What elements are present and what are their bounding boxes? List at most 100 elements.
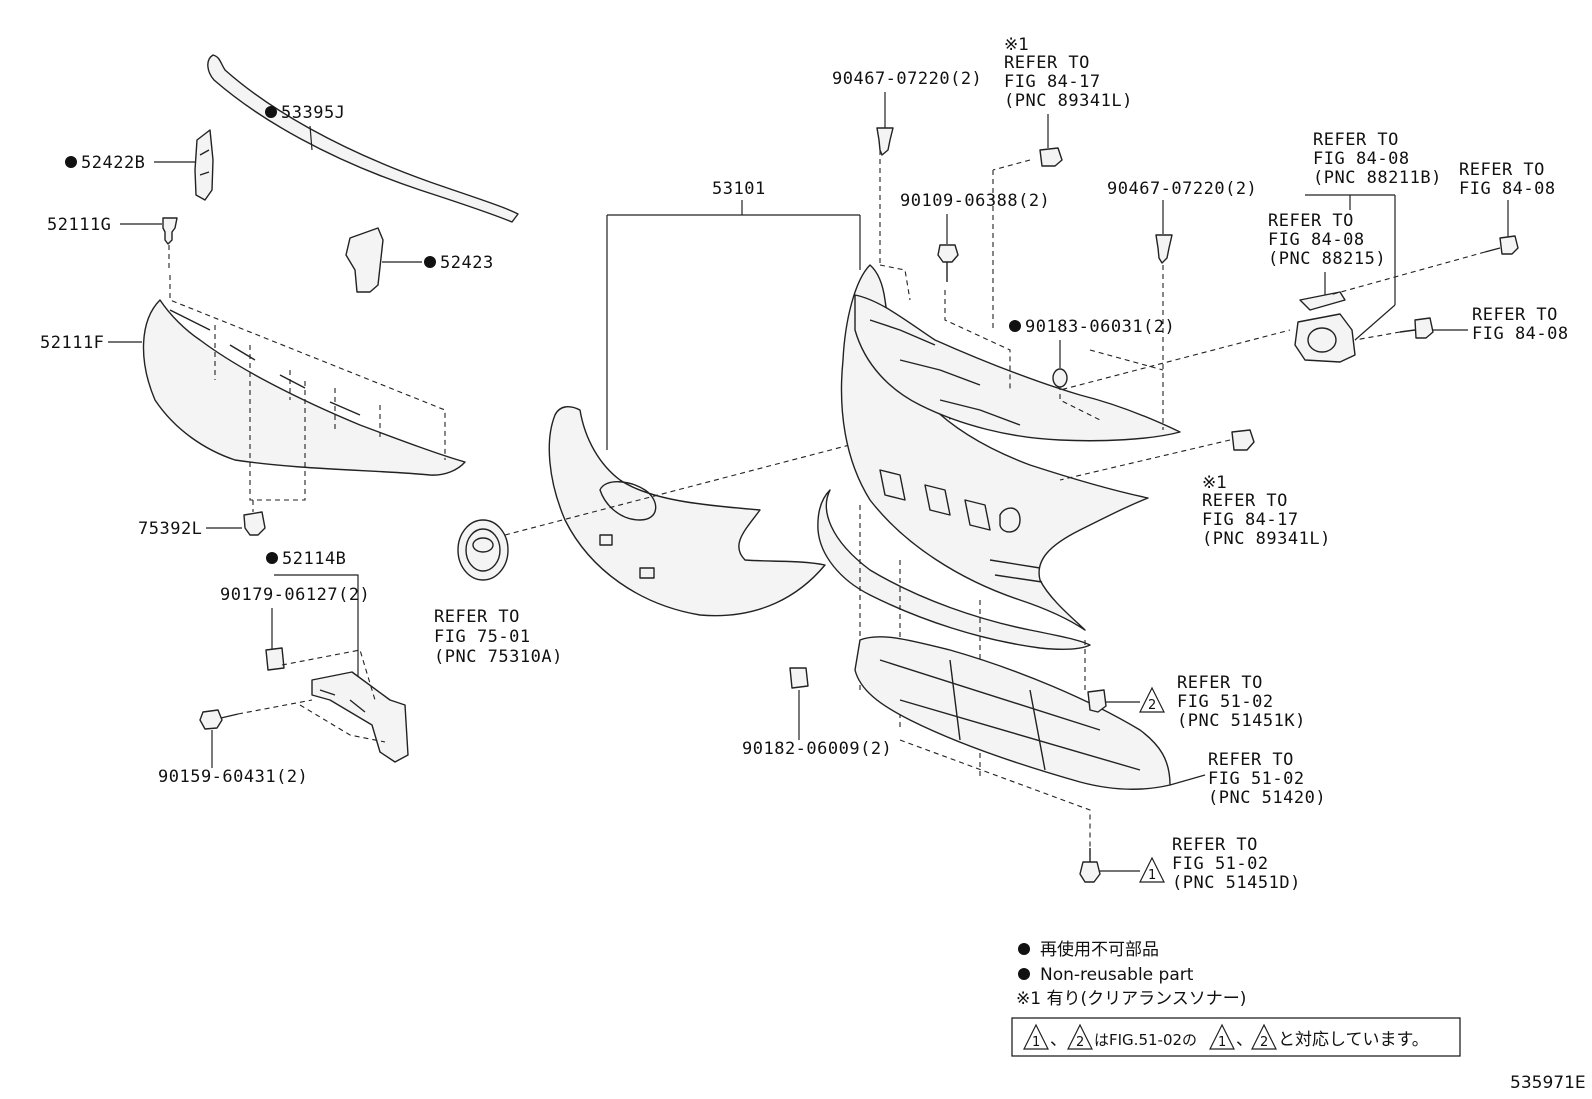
label-52111f: 52111F [40, 275, 446, 501]
svg-text:REFER TO: REFER TO [1177, 673, 1263, 693]
svg-text:※1 有り(クリアランスソナー): ※1 有り(クリアランスソナー) [1016, 989, 1246, 1009]
non-reusable-dot-icon [424, 256, 436, 268]
part-52422b-bracket [194, 129, 214, 201]
svg-text:(PNC 75310A): (PNC 75310A) [434, 647, 563, 667]
svg-text:再使用不可部品: 再使用不可部品 [1040, 939, 1159, 960]
svg-text:52111G: 52111G [47, 215, 111, 235]
label-52111g: 52111G [47, 215, 170, 270]
part-53395j-molding [207, 54, 519, 223]
svg-text:と対応しています。: と対応しています。 [1278, 1030, 1429, 1050]
ref-fig-75-01: REFER TO FIG 75-01 (PNC 75310A) [434, 607, 563, 667]
svg-text:90179-06127(2): 90179-06127(2) [220, 585, 370, 605]
label-90182: 90182-06009(2) [742, 690, 892, 759]
legend-note-box: 1 、 2 はFIG.51-02の 1 、 2 と対応しています。 [1011, 1017, 1461, 1057]
svg-text:FIG 51-02: FIG 51-02 [1177, 692, 1274, 712]
part-bolt-51451d [1079, 848, 1140, 883]
ref-triangle-1-icon [1139, 856, 1165, 883]
label-90467-left: 90467-07220(2) [832, 69, 982, 128]
svg-text:90159-60431(2): 90159-60431(2) [158, 767, 308, 787]
svg-text:(PNC 89341L): (PNC 89341L) [1202, 529, 1331, 549]
svg-text:REFER TO: REFER TO [1208, 750, 1294, 770]
ref-fig-84-08-88211b: REFER TO FIG 84-08 (PNC 88211B) [1305, 130, 1442, 305]
part-53101-bumper-cover [548, 406, 826, 617]
svg-text:FIG 84-08: FIG 84-08 [1459, 179, 1556, 199]
svg-text:REFER TO: REFER TO [1472, 305, 1558, 325]
label-52423: 52423 [382, 253, 494, 273]
svg-text:(PNC 51451K): (PNC 51451K) [1177, 711, 1306, 731]
part-52111f-cover [142, 299, 466, 476]
ref-fig-51-02-d: 1 REFER TO FIG 51-02 (PNC 51451D) [1139, 835, 1301, 893]
svg-text:FIG 84-17: FIG 84-17 [1202, 510, 1299, 530]
svg-text:、: 、 [1050, 1030, 1067, 1050]
svg-text:Non-reusable part: Non-reusable part [1040, 965, 1194, 985]
svg-text:※1: ※1 [1004, 35, 1029, 55]
part-90467-clip-left [876, 127, 894, 156]
non-reusable-dot-icon [1018, 943, 1030, 955]
non-reusable-dot-icon [1018, 968, 1030, 980]
ref-fig-84-08-top-right: REFER TO FIG 84-08 [1459, 160, 1556, 243]
svg-text:REFER TO: REFER TO [1459, 160, 1545, 180]
part-under-cover [854, 636, 1171, 860]
svg-text:90467-07220(2): 90467-07220(2) [832, 69, 982, 89]
part-bolt-right [1354, 317, 1434, 341]
svg-text:90467-07220(2): 90467-07220(2) [1107, 179, 1257, 199]
ref-fig-51-02-k: 2 REFER TO FIG 51-02 (PNC 51451K) [1139, 673, 1306, 731]
svg-text:FIG 84-08: FIG 84-08 [1313, 149, 1410, 169]
svg-text:REFER TO: REFER TO [1004, 53, 1090, 73]
svg-text:52114B: 52114B [282, 549, 346, 569]
non-reusable-dot-icon [265, 106, 277, 118]
part-sensor-bracket-right [1231, 429, 1255, 451]
part-bolt-top-right [1329, 235, 1519, 296]
label-90179: 90179-06127(2) [220, 585, 370, 650]
part-90109-bolt [937, 244, 959, 282]
svg-text:REFER TO: REFER TO [1268, 211, 1354, 231]
svg-text:90182-06009(2): 90182-06009(2) [742, 739, 892, 759]
svg-text:(PNC 88215): (PNC 88215) [1268, 249, 1386, 269]
ref-fig-84-17-top: ※1 REFER TO FIG 84-17 (PNC 89341L) [1004, 35, 1132, 148]
label-52114b: 52114B [266, 549, 359, 700]
svg-text:90109-06388(2): 90109-06388(2) [900, 191, 1050, 211]
ref-fig-51-02-51420: REFER TO FIG 51-02 (PNC 51420) [1169, 750, 1326, 808]
part-clip-51451k [1087, 689, 1140, 713]
svg-text:FIG 75-01: FIG 75-01 [434, 627, 531, 647]
svg-text:(PNC 51420): (PNC 51420) [1208, 788, 1326, 808]
label-90467-right: 90467-07220(2) [1107, 179, 1257, 234]
svg-text:はFIG.51-02の: はFIG.51-02の [1094, 1031, 1197, 1049]
label-53101: 53101 [606, 179, 861, 450]
svg-text:REFER TO: REFER TO [1313, 130, 1399, 150]
ref-fig-84-08-right: REFER TO FIG 84-08 [1430, 305, 1569, 344]
svg-text:2: 2 [1148, 698, 1156, 713]
part-fog-lamp [1294, 304, 1396, 363]
svg-text:1: 1 [1148, 868, 1156, 883]
ref-fig-84-17-right: ※1 REFER TO FIG 84-17 (PNC 89341L) [1202, 473, 1331, 549]
svg-text:REFER TO: REFER TO [1172, 835, 1258, 855]
part-90159-bolt [199, 699, 313, 730]
non-reusable-dot-icon [1009, 320, 1021, 332]
svg-text:FIG 84-08: FIG 84-08 [1472, 324, 1569, 344]
svg-text:53101: 53101 [712, 179, 766, 199]
label-90109: 90109-06388(2) [900, 191, 1050, 244]
part-fog-lamp-bracket [1299, 291, 1346, 311]
label-75392l: 75392L [138, 500, 254, 539]
svg-text:FIG 51-02: FIG 51-02 [1208, 769, 1305, 789]
svg-text:※1: ※1 [1202, 473, 1227, 493]
svg-text:FIG 84-17: FIG 84-17 [1004, 72, 1101, 92]
ref-fig-84-08-88215: REFER TO FIG 84-08 (PNC 88215) [1268, 211, 1386, 295]
label-53395j: 53395J [265, 103, 345, 151]
svg-text:REFER TO: REFER TO [434, 607, 520, 627]
legend: 再使用不可部品 Non-reusable part ※1 有り(クリアランスソナ… [1016, 939, 1246, 1009]
svg-text:53395J: 53395J [281, 103, 345, 123]
svg-text:(PNC 88211B): (PNC 88211B) [1313, 168, 1442, 188]
svg-text:2: 2 [1260, 1035, 1268, 1050]
svg-text:FIG 84-08: FIG 84-08 [1268, 230, 1365, 250]
figure-id: 535971E [1510, 1073, 1586, 1093]
svg-text:52423: 52423 [440, 253, 494, 273]
svg-text:(PNC 51451D): (PNC 51451D) [1172, 873, 1301, 893]
part-52423-bracket [345, 227, 384, 293]
ref-triangle-2-icon [1139, 686, 1165, 713]
svg-text:1: 1 [1218, 1035, 1226, 1050]
svg-text:90183-06031(2): 90183-06031(2) [1025, 317, 1175, 337]
part-grille-assembly [817, 264, 1181, 650]
label-90159: 90159-60431(2) [158, 730, 308, 787]
